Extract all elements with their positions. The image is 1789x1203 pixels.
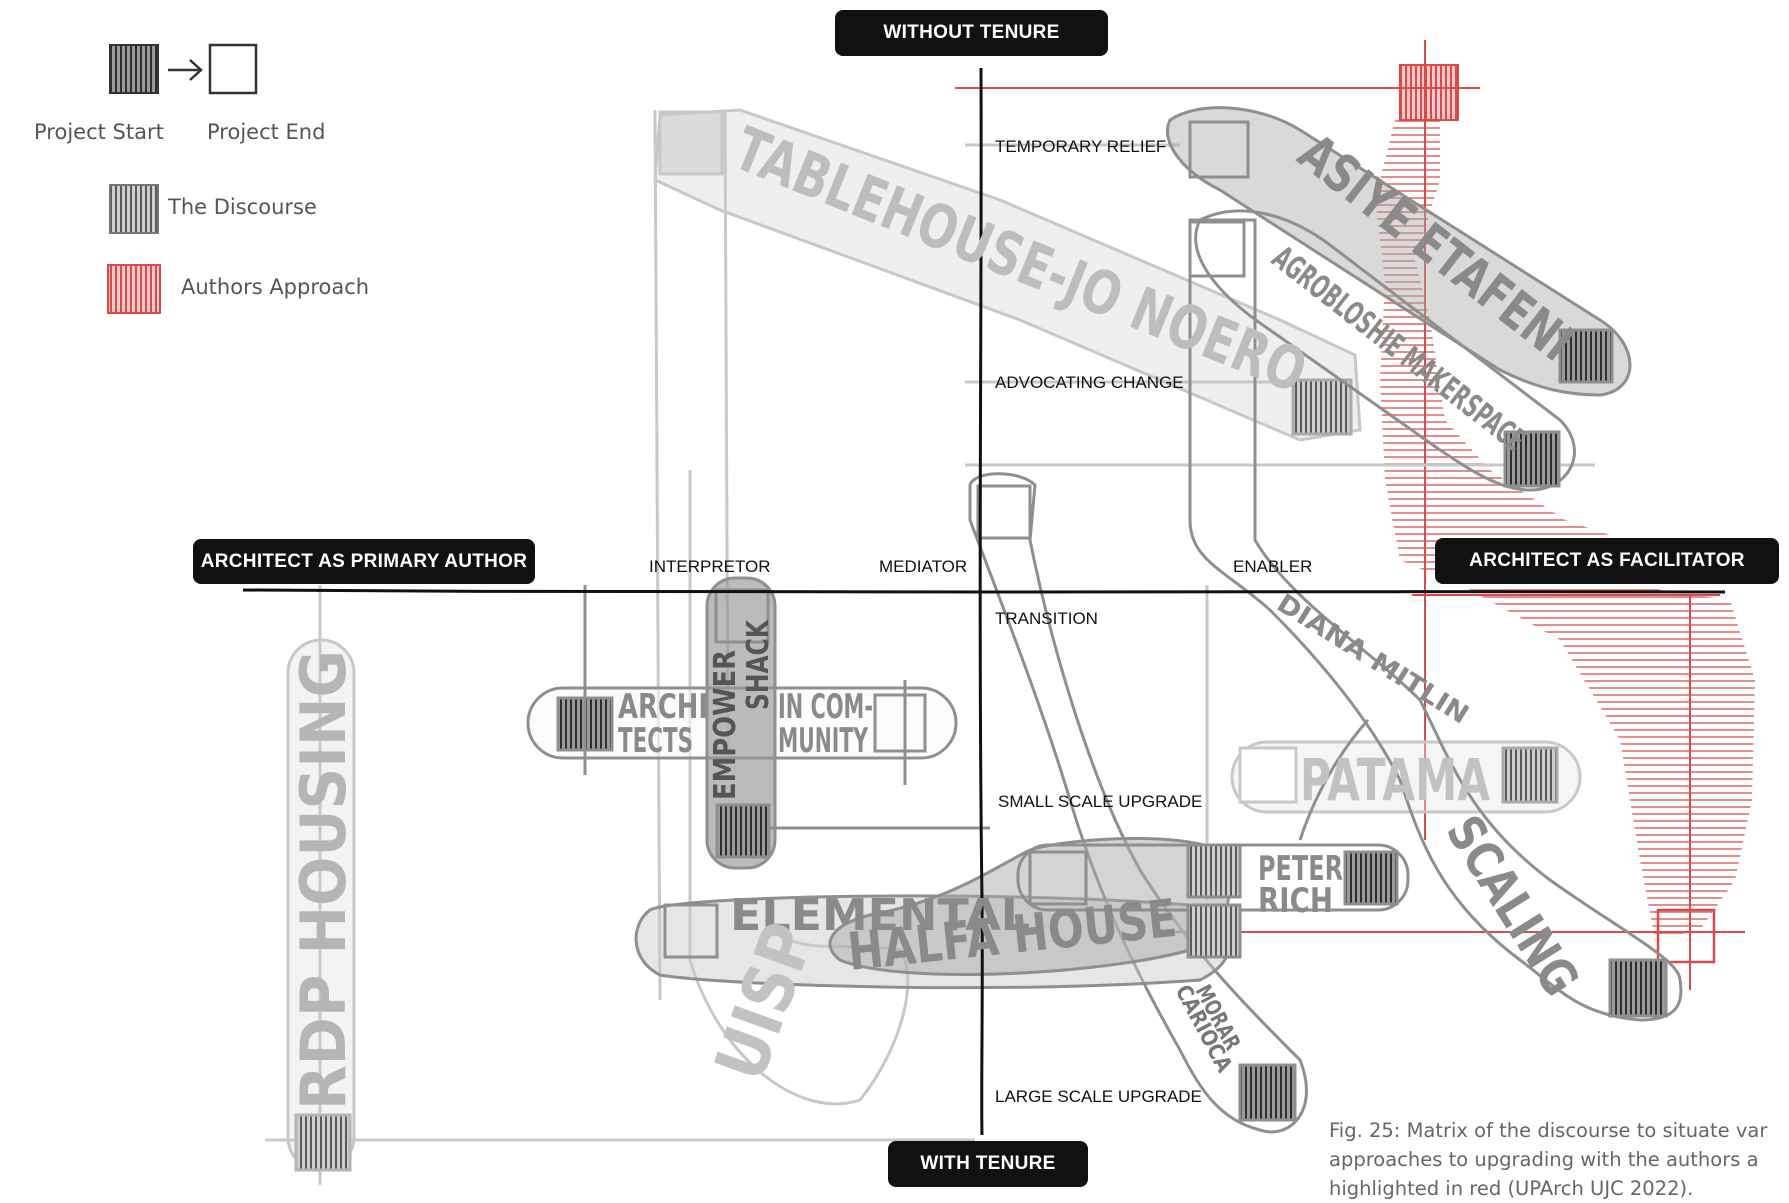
- authors-start-block: [1400, 65, 1458, 120]
- legend-start-icon: [110, 45, 158, 93]
- legend-authors-approach: Authors Approach: [181, 275, 369, 299]
- scale-temporary-relief: TEMPORARY RELIEF: [995, 137, 1166, 157]
- legend-authors-icon: [108, 265, 160, 313]
- scaling-start-block: [1610, 960, 1666, 1016]
- caption-line: Fig. 25: Matrix of the discourse to situ…: [1329, 1116, 1789, 1145]
- label-architects-line2: TECTS: [618, 721, 693, 761]
- caption-line: highlighted in red (UPArch UJC 2022).: [1329, 1174, 1789, 1203]
- axis-bottom-label: WITH TENURE: [888, 1141, 1088, 1187]
- label-community-line2: MUNITY: [778, 721, 868, 761]
- peter-start-block: [1345, 852, 1397, 904]
- morar-end-block: [978, 486, 1030, 538]
- legend-discourse: The Discourse: [168, 195, 317, 219]
- axis-top-label: WITHOUT TENURE: [835, 10, 1108, 56]
- empower-start-block: [717, 805, 769, 857]
- label-diana: DIANA MITLIN: [1271, 588, 1473, 730]
- scale-enabler: ENABLER: [1233, 557, 1312, 577]
- scale-mediator: MEDIATOR: [879, 557, 967, 577]
- label-patama: PATAMA: [1300, 746, 1490, 814]
- tablehouse-start-block: [1293, 380, 1351, 434]
- rdp-start-block: [296, 1115, 350, 1170]
- horizontal-axis: [243, 590, 1725, 592]
- elemental-start-block: [1188, 905, 1240, 957]
- arrow-right-icon: [168, 60, 201, 80]
- label-peter-line2: RICH: [1258, 881, 1333, 921]
- legend: [108, 45, 256, 313]
- label-shack: SHACK: [741, 619, 776, 710]
- scale-large-scale-upgrade: LARGE SCALE UPGRADE: [995, 1087, 1202, 1107]
- axis-right-label: ARCHITECT AS FACILITATOR: [1435, 538, 1779, 584]
- figure-caption: Fig. 25: Matrix of the discourse to situ…: [1329, 1116, 1789, 1203]
- legend-end-icon: [210, 45, 256, 93]
- legend-project-start: Project Start: [34, 120, 164, 144]
- legend-discourse-icon: [110, 185, 158, 233]
- scale-transition: TRANSITION: [995, 609, 1098, 629]
- label-scaling: SCALING: [1435, 806, 1590, 1006]
- legend-project-end: Project End: [207, 120, 325, 144]
- scale-interpretor: INTERPRETOR: [649, 557, 771, 577]
- label-rdp: RDP HOUSING: [287, 650, 360, 1110]
- label-empower: EMPOWER: [708, 650, 743, 800]
- patama-start-block: [1503, 748, 1557, 802]
- scale-advocating-change: ADVOCATING CHANGE: [995, 373, 1184, 393]
- axis-left-label: ARCHITECT AS PRIMARY AUTHOR: [193, 539, 535, 584]
- halfa-start-block: [1188, 845, 1240, 897]
- scale-small-scale-upgrade: SMALL SCALE UPGRADE: [998, 792, 1202, 812]
- morar-start-block: [1240, 1065, 1295, 1120]
- caption-line: approaches to upgrading with the authors…: [1329, 1145, 1789, 1174]
